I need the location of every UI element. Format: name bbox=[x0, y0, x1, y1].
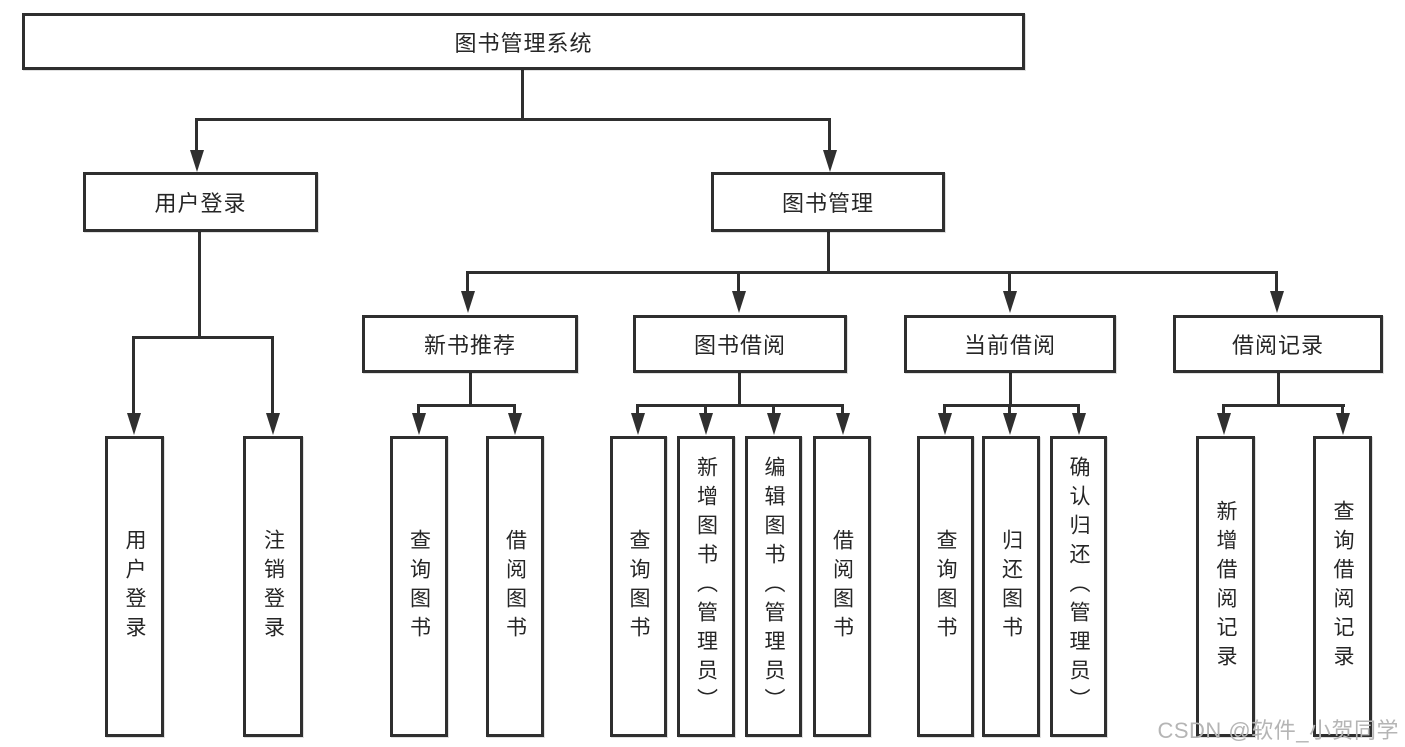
connector-line bbox=[466, 271, 1278, 274]
leaf-borrow-books-2: 借阅图书 bbox=[813, 436, 871, 737]
connector-line bbox=[1008, 404, 1011, 417]
connector-line bbox=[738, 373, 741, 406]
leaf-query-books-3: 查询图书 bbox=[917, 436, 974, 737]
leaf-return-book: 归还图书 bbox=[982, 436, 1040, 737]
arrowhead-icon bbox=[461, 291, 475, 313]
arrowhead-icon bbox=[699, 413, 713, 435]
leaf-label: 查询图书 bbox=[934, 528, 957, 645]
connector-line bbox=[469, 373, 472, 406]
arrowhead-icon bbox=[1217, 413, 1231, 435]
leaf-add-borrow-record: 新增借阅记录 bbox=[1196, 436, 1255, 737]
node-book-borrow: 图书借阅 bbox=[633, 315, 847, 373]
connector-line bbox=[636, 404, 639, 417]
connector-line bbox=[513, 404, 516, 417]
leaf-user-login: 用户登录 bbox=[105, 436, 164, 737]
leaf-label: 新增借阅记录 bbox=[1214, 499, 1237, 674]
leaf-borrow-books-1: 借阅图书 bbox=[486, 436, 544, 737]
arrowhead-icon bbox=[1072, 413, 1086, 435]
arrowhead-icon bbox=[1336, 413, 1350, 435]
connector-line bbox=[943, 404, 1080, 407]
node-book-mgmt: 图书管理 bbox=[711, 172, 945, 232]
arrowhead-icon bbox=[631, 413, 645, 435]
arrowhead-icon bbox=[767, 413, 781, 435]
connector-line bbox=[943, 404, 946, 417]
connector-line bbox=[828, 118, 831, 154]
node-borrow-records: 借阅记录 bbox=[1173, 315, 1383, 373]
connector-line bbox=[132, 336, 274, 339]
leaf-label: 归还图书 bbox=[999, 528, 1023, 645]
leaf-label: 注销登录 bbox=[261, 528, 285, 645]
arrowhead-icon bbox=[732, 291, 746, 313]
arrowhead-icon bbox=[938, 413, 952, 435]
connector-line bbox=[195, 118, 831, 121]
connector-line bbox=[271, 336, 274, 417]
connector-line bbox=[132, 336, 135, 417]
leaf-label: 用户登录 bbox=[123, 528, 146, 645]
leaf-label: 查询图书 bbox=[407, 528, 431, 645]
node-new-book-rec: 新书推荐 bbox=[362, 315, 578, 373]
arrowhead-icon bbox=[127, 413, 141, 435]
connector-line bbox=[1222, 404, 1225, 417]
arrowhead-icon bbox=[508, 413, 522, 435]
leaf-query-books-1: 查询图书 bbox=[390, 436, 448, 737]
arrowhead-icon bbox=[836, 413, 850, 435]
node-current-borrow: 当前借阅 bbox=[904, 315, 1116, 373]
connector-line bbox=[1222, 404, 1345, 407]
node-user-login: 用户登录 bbox=[83, 172, 318, 232]
arrowhead-icon bbox=[190, 150, 204, 172]
leaf-logout: 注销登录 bbox=[243, 436, 303, 737]
leaf-label: 借阅图书 bbox=[503, 528, 527, 645]
leaf-label: 编辑图书（管理员） bbox=[762, 456, 785, 717]
connector-line bbox=[1077, 404, 1080, 417]
leaf-query-borrow-record: 查询借阅记录 bbox=[1313, 436, 1372, 737]
connector-line bbox=[841, 404, 844, 417]
leaf-edit-book-admin: 编辑图书（管理员） bbox=[745, 436, 802, 737]
connector-line bbox=[198, 232, 201, 339]
arrowhead-icon bbox=[823, 150, 837, 172]
connector-line bbox=[1277, 373, 1280, 406]
leaf-label: 新增图书（管理员） bbox=[694, 456, 718, 717]
connector-line bbox=[827, 232, 830, 274]
leaf-confirm-return-admin: 确认归还（管理员） bbox=[1050, 436, 1107, 737]
arrowhead-icon bbox=[412, 413, 426, 435]
node-book-mgmt-system: 图书管理系统 bbox=[22, 13, 1025, 70]
connector-line bbox=[636, 404, 844, 407]
arrowhead-icon bbox=[1270, 291, 1284, 313]
connector-line bbox=[772, 404, 775, 417]
connector-line bbox=[1341, 404, 1344, 417]
connector-line bbox=[1009, 373, 1012, 406]
connector-line bbox=[737, 271, 740, 295]
connector-line bbox=[466, 271, 469, 295]
connector-line bbox=[195, 118, 198, 154]
leaf-label: 查询借阅记录 bbox=[1331, 499, 1354, 674]
connector-line bbox=[704, 404, 707, 417]
arrowhead-icon bbox=[266, 413, 280, 435]
arrowhead-icon bbox=[1003, 413, 1017, 435]
leaf-add-book-admin: 新增图书（管理员） bbox=[677, 436, 735, 737]
connector-line bbox=[521, 70, 524, 121]
csdn-watermark: CSDN @软件_小贺同学 bbox=[1157, 718, 1399, 743]
leaf-label: 借阅图书 bbox=[830, 528, 854, 645]
leaf-label: 确认归还（管理员） bbox=[1067, 456, 1090, 717]
connector-line bbox=[1275, 271, 1278, 295]
arrowhead-icon bbox=[1003, 291, 1017, 313]
connector-line bbox=[417, 404, 516, 407]
leaf-query-books-2: 查询图书 bbox=[610, 436, 667, 737]
connector-line bbox=[417, 404, 420, 417]
leaf-label: 查询图书 bbox=[627, 528, 650, 645]
connector-line bbox=[1008, 271, 1011, 295]
